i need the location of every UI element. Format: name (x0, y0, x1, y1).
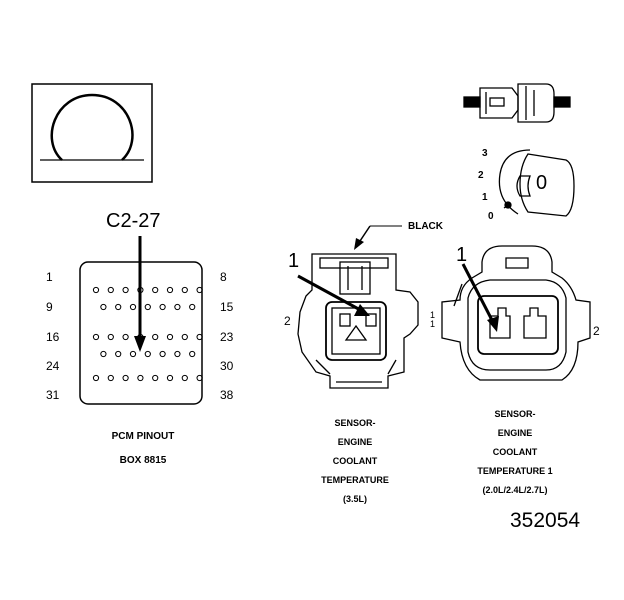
sensor-35-wire-color: BLACK (408, 221, 443, 232)
pin-hole (107, 286, 114, 294)
pin-hole (144, 350, 151, 358)
pin-hole (137, 374, 144, 382)
pcm-row-end-label: 23 (220, 330, 234, 344)
sensor-35-callout: 1 (288, 250, 300, 272)
pin-hole (181, 286, 188, 294)
figure-number: 352054 (510, 509, 581, 532)
sensor-2x-connector (441, 245, 591, 381)
pin-hole (166, 333, 174, 341)
pcm-row-start-label: 16 (46, 330, 60, 344)
dial-icon (498, 149, 575, 217)
pin-hole (100, 350, 107, 358)
pcm-row-end-label: 8 (220, 270, 227, 284)
dial-scale-label: 3 (482, 148, 488, 159)
plug-icon (463, 83, 571, 123)
pin-hole (122, 374, 129, 382)
pin-hole (144, 303, 151, 311)
sensor-35-caption: SENSOR- ENGINE COOLANT TEMPERATURE (3.5L… (321, 418, 389, 504)
pcm-pin-callout: C2-27 (106, 210, 161, 232)
pcm-caption-line1: PCM PINOUT (111, 431, 175, 442)
sensor-2x-callout: 1 (456, 244, 468, 266)
pin-hole (92, 374, 100, 382)
pin-hole (189, 350, 196, 358)
pin-hole (152, 333, 159, 341)
pin-hole (181, 374, 188, 382)
pin-hole (174, 303, 181, 311)
pin-hole (115, 350, 122, 358)
pcm-row-end-label: 15 (220, 300, 234, 314)
ohm-icon (50, 93, 134, 161)
dial-scale-label: 0 (488, 211, 494, 222)
sensor-2x-right-label: 2 (593, 324, 600, 338)
dial-scale-label: 1 (482, 192, 488, 203)
pin-hole (152, 286, 159, 294)
pin-hole (122, 333, 129, 341)
sensor-35-callout-arrow (297, 274, 365, 314)
sensor-2x-callout-arrow (461, 263, 496, 325)
pin-hole (159, 303, 166, 311)
pcm-row-start-label: 9 (46, 300, 53, 314)
pin-hole (196, 333, 203, 341)
pin-hole (166, 286, 174, 294)
pin-hole (92, 333, 100, 341)
sensor-35-side-label: 2 (284, 314, 291, 328)
pin-grid (92, 286, 203, 382)
pcm-row-start-label: 1 (46, 270, 53, 284)
pin-hole (92, 286, 100, 294)
pin-hole (159, 350, 166, 358)
pcm-row-start-label: 31 (46, 388, 60, 402)
pin-hole (181, 333, 188, 341)
ohm-box (31, 83, 153, 183)
pin-hole (107, 374, 114, 382)
sensor-2x-caption: SENSOR- ENGINE COOLANT TEMPERATURE 1 (2.… (477, 409, 553, 495)
pin-hole (152, 374, 159, 382)
pin-hole (115, 303, 122, 311)
sensor-35-connector (297, 253, 419, 389)
pcm-row-start-label: 24 (46, 359, 60, 373)
pin-hole (166, 374, 174, 382)
pcm-row-end-label: 30 (220, 359, 234, 373)
pin-hole (100, 303, 107, 311)
pcm-row-end-label: 38 (220, 388, 234, 402)
pin-hole (129, 350, 137, 358)
pin-hole (196, 286, 203, 294)
pin-hole (122, 286, 129, 294)
pin-hole (189, 303, 196, 311)
dial-scale-label: 2 (478, 170, 484, 181)
pin-hole (129, 303, 137, 311)
dial-readout: 0 (536, 172, 548, 194)
pin-hole (174, 350, 181, 358)
pcm-caption-line2: BOX 8815 (119, 455, 167, 466)
pin-hole (196, 374, 203, 382)
pin-hole (107, 333, 114, 341)
